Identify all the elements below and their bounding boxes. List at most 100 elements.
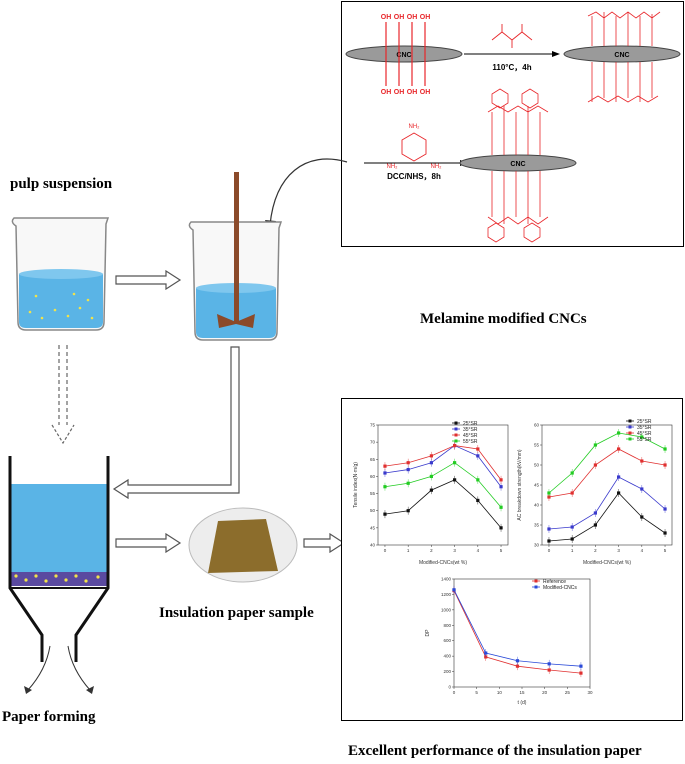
y-tick-label: 35 xyxy=(534,523,540,528)
x-axis-label: t (d) xyxy=(518,700,527,706)
data-point xyxy=(453,461,457,465)
legend-entry: 25°SR xyxy=(463,421,478,427)
legend-entry: 55°SR xyxy=(463,439,478,445)
series-line xyxy=(548,476,666,530)
y-tick-label: 40 xyxy=(370,543,376,548)
y-tick-label: 800 xyxy=(443,623,451,628)
data-point xyxy=(429,488,433,492)
cnc-label-3: CNC xyxy=(510,161,525,168)
x-tick-label: 5 xyxy=(664,548,667,553)
data-point xyxy=(640,515,644,519)
reaction-scheme-box: CNC OH OH OH OH OH OH OH OH 110°C，4h xyxy=(341,1,684,247)
data-point xyxy=(406,467,410,472)
data-point xyxy=(593,443,597,447)
x-axis-label: Modified-CNCs(wt %) xyxy=(583,560,631,566)
data-point xyxy=(547,668,551,672)
paper-forming-mold xyxy=(8,456,110,694)
data-point xyxy=(515,659,520,663)
data-point xyxy=(406,461,410,465)
plot-frame xyxy=(541,424,673,546)
y-axis-label: Tensile index(N·m/g) xyxy=(353,462,359,508)
y-tick-label: 1400 xyxy=(441,577,452,582)
legend-entry: 55°SR xyxy=(637,437,652,443)
flow-connector xyxy=(112,346,240,500)
insulation-paper-sample xyxy=(188,507,298,583)
x-tick-label: 0 xyxy=(384,548,387,553)
series-line xyxy=(548,432,666,494)
data-point xyxy=(499,485,503,489)
data-point xyxy=(593,463,597,467)
series-line xyxy=(548,492,666,542)
data-point xyxy=(452,588,456,592)
hollow-arrow-right xyxy=(115,533,182,553)
data-point xyxy=(663,463,667,467)
y-tick-label: 75 xyxy=(370,423,376,428)
y-axis-label: AC breakdown strength(kV/mm) xyxy=(517,449,523,520)
data-point xyxy=(570,525,574,529)
y-tick-label: 55 xyxy=(370,491,376,496)
nh2-label: NH₂ xyxy=(409,124,421,130)
x-tick-label: 0 xyxy=(453,690,456,695)
x-tick-label: 2 xyxy=(430,548,433,553)
data-point xyxy=(547,527,551,531)
data-point xyxy=(476,478,480,482)
data-point xyxy=(453,478,457,482)
data-point xyxy=(476,447,480,451)
oh-label: OH xyxy=(420,89,431,96)
data-point xyxy=(499,478,503,482)
legend-marker xyxy=(628,431,632,435)
series-line xyxy=(548,448,666,498)
data-point xyxy=(593,511,597,515)
y-tick-label: 30 xyxy=(534,543,540,548)
stirrer-blade xyxy=(217,314,255,328)
data-point xyxy=(663,507,667,511)
y-tick-label: 65 xyxy=(370,457,376,462)
y-tick-label: 400 xyxy=(443,654,451,659)
data-point xyxy=(383,471,387,475)
x-tick-label: 5 xyxy=(500,548,503,553)
legend-marker xyxy=(628,437,632,441)
x-tick-label: 20 xyxy=(542,690,548,695)
cnc-hydroxyl: CNC OH OH OH OH OH OH OH OH xyxy=(345,14,463,96)
x-tick-label: 1 xyxy=(407,548,410,553)
x-tick-label: 3 xyxy=(617,548,620,553)
cnc-label-2: CNC xyxy=(614,52,629,59)
y-tick-label: 200 xyxy=(443,669,451,674)
x-tick-label: 5 xyxy=(475,690,478,695)
paper-sheet xyxy=(208,519,278,573)
nh2-label: NH₂ xyxy=(387,164,399,170)
cnc-label-1: CNC xyxy=(396,52,411,59)
legend-marker xyxy=(454,421,458,425)
data-point xyxy=(547,491,551,495)
y-tick-label: 55 xyxy=(534,443,540,448)
data-point xyxy=(484,651,488,655)
dashed-arrow-down xyxy=(51,345,75,445)
y-tick-label: 50 xyxy=(534,463,540,468)
oh-label: OH xyxy=(394,14,405,21)
y-tick-label: 1000 xyxy=(441,607,452,612)
y-tick-label: 1200 xyxy=(441,592,452,597)
data-point xyxy=(499,505,503,509)
x-tick-label: 25 xyxy=(565,690,571,695)
pulp-suspension-label: pulp suspension xyxy=(10,176,113,192)
data-point xyxy=(640,459,644,463)
x-tick-label: 0 xyxy=(548,548,551,553)
data-point xyxy=(663,447,667,451)
data-point xyxy=(515,664,520,668)
y-tick-label: 40 xyxy=(534,503,540,508)
hollow-arrow-right xyxy=(115,270,182,290)
stirring-beaker xyxy=(188,172,283,341)
data-point xyxy=(499,526,503,530)
x-tick-label: 4 xyxy=(477,548,480,553)
legend-marker xyxy=(534,579,538,583)
oh-label: OH xyxy=(394,89,405,96)
series-line xyxy=(453,589,581,667)
oh-label: OH xyxy=(381,14,392,21)
y-tick-label: 45 xyxy=(370,525,376,530)
data-point xyxy=(570,491,574,495)
data-point xyxy=(663,531,667,535)
plot-frame xyxy=(377,424,509,546)
oh-label: OH xyxy=(407,89,418,96)
